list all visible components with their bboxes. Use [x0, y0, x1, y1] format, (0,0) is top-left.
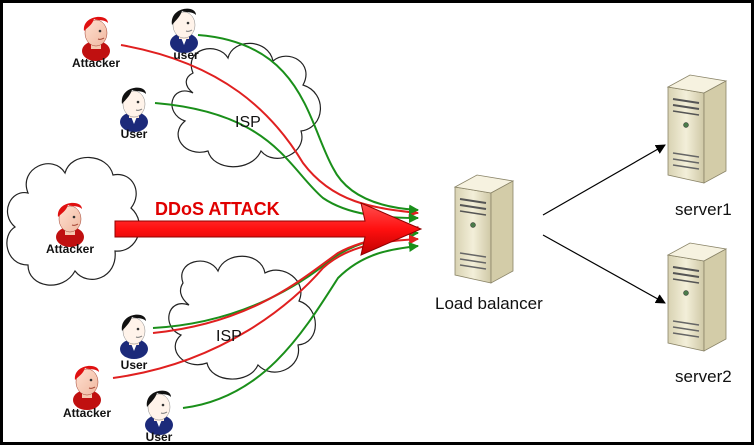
user-label: User [121, 127, 148, 141]
attacker-person-icon [72, 365, 102, 411]
user-label: User [146, 430, 173, 444]
ddos-attack-label: DDoS ATTACK [155, 199, 280, 219]
user-person-icon [169, 8, 199, 54]
user-label: user [173, 48, 199, 62]
user-person-icon [144, 390, 174, 436]
legit-line [182, 242, 419, 409]
isp-cloud-icon [168, 255, 316, 380]
ddos-attack-arrow [114, 202, 423, 256]
legit-line [197, 34, 419, 215]
user-person-icon [119, 87, 149, 133]
user-label: User [121, 358, 148, 372]
server1-icon [667, 74, 727, 184]
attacker-label: Attacker [46, 242, 94, 256]
diagram-svg: DDoS ATTACK Attacker user User ISP Attac… [6, 8, 732, 444]
user-person-icon [119, 314, 149, 360]
attacker-person-icon [81, 16, 111, 62]
load-balancer-server-icon [454, 174, 514, 284]
lb-to-server2-arrow [542, 234, 666, 304]
load-balancer-label: Load balancer [435, 294, 543, 313]
isp-label: ISP [235, 114, 261, 131]
attacker-label: Attacker [72, 56, 120, 70]
server2-label: server2 [675, 367, 732, 386]
server2-icon [667, 242, 727, 352]
lb-to-server1-arrow [542, 144, 666, 216]
attacker-label: Attacker [63, 406, 111, 420]
isp-label: ISP [216, 328, 242, 345]
server1-label: server1 [675, 200, 732, 219]
attack-line [120, 44, 419, 217]
